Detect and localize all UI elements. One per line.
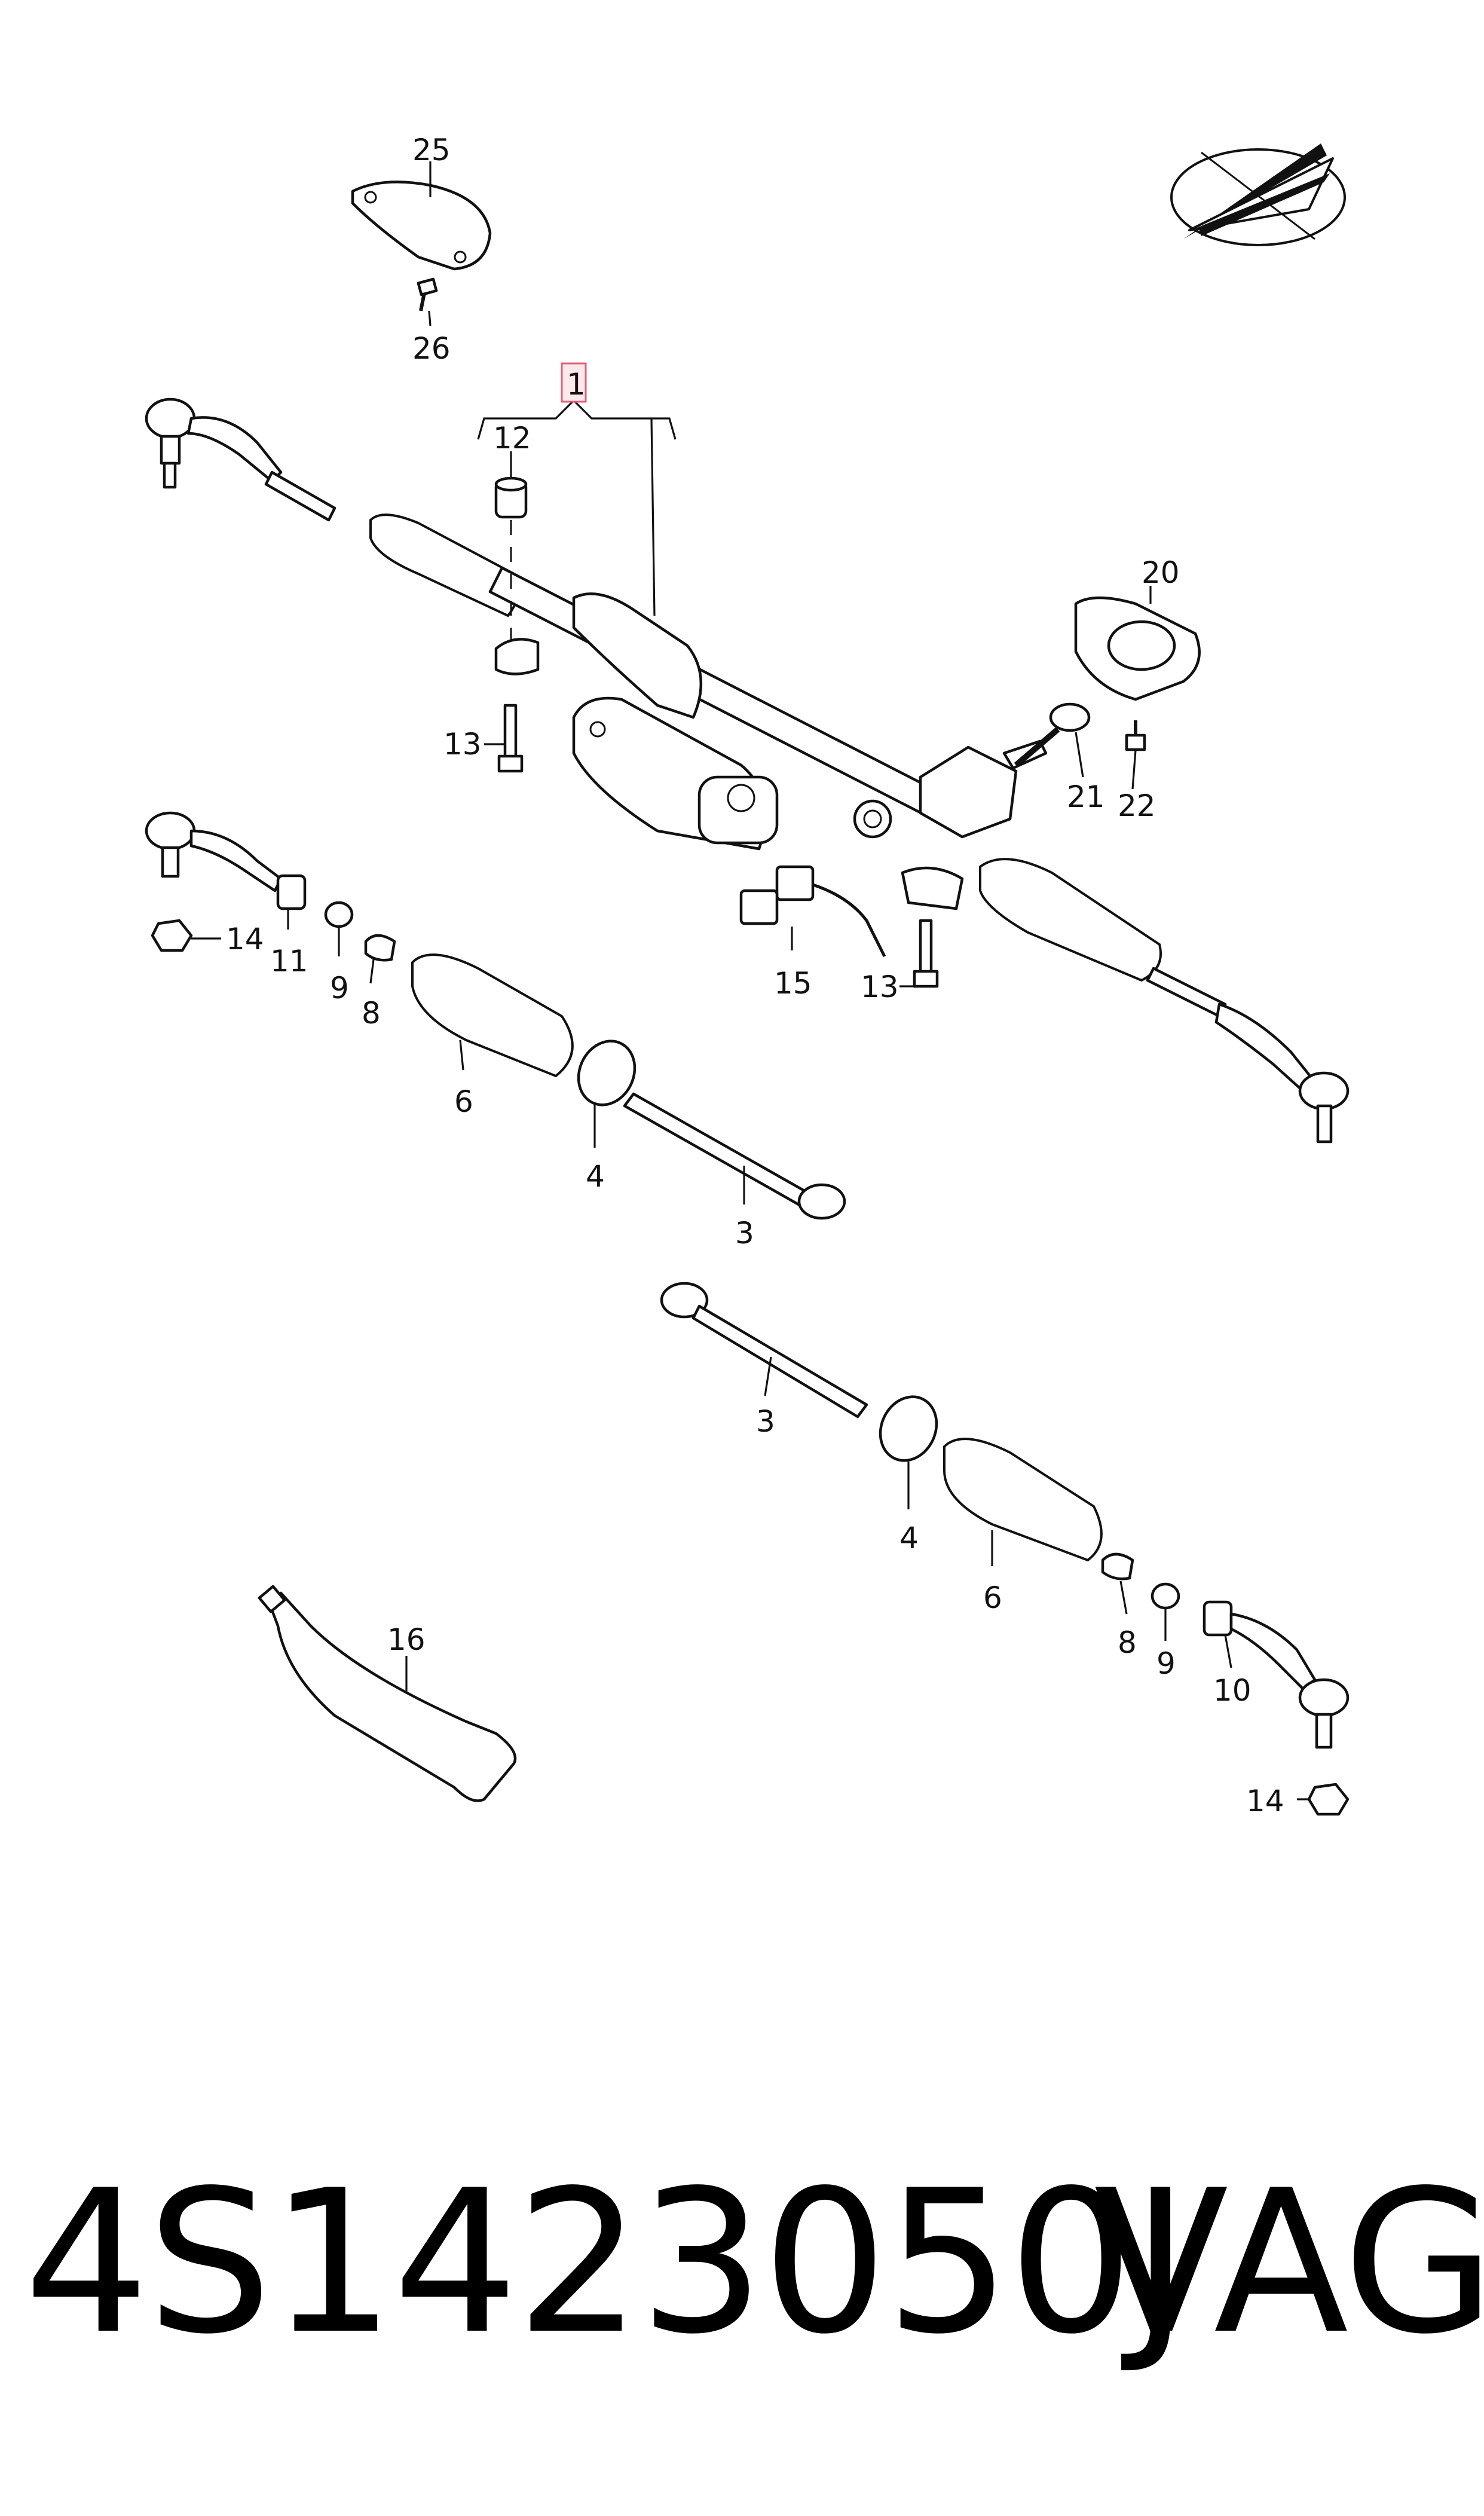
- callout-8-right[interactable]: 8: [1118, 1625, 1137, 1660]
- steering-rack-housing: [488, 566, 958, 851]
- callout-13-right[interactable]: 13: [861, 970, 899, 1004]
- callout-16[interactable]: 16: [387, 1622, 426, 1657]
- callout-21[interactable]: 21: [1067, 779, 1105, 814]
- part-9-nut-left: [324, 901, 354, 928]
- callout-26[interactable]: 26: [412, 331, 451, 366]
- upper-left-boot: [369, 513, 520, 617]
- part-21-clamp: [1014, 702, 1091, 768]
- part-16-grease-tube: [258, 1585, 517, 1802]
- callout-13-left[interactable]: 13: [443, 727, 482, 762]
- callout-9-right[interactable]: 9: [1156, 1646, 1176, 1681]
- callout-12[interactable]: 12: [493, 421, 531, 455]
- leader-lines: [191, 161, 1309, 1800]
- callout-1[interactable]: 1: [567, 367, 586, 402]
- callout-15[interactable]: 15: [774, 966, 812, 1001]
- callout-11[interactable]: 11: [270, 944, 308, 979]
- callout-14-left[interactable]: 14: [226, 922, 264, 956]
- part-9-nut-right: [1151, 1582, 1180, 1610]
- callout-4-left[interactable]: 4: [586, 1159, 605, 1194]
- paper-plane-in-ellipse-icon: [1170, 143, 1346, 246]
- part-26-screw: [417, 277, 438, 311]
- parts-diagram: 1 25 26 12 13 20 21 22 14 11 9 8 15 13 6…: [145, 133, 1350, 1818]
- part-10-tie-rod-end-right: [1203, 1600, 1350, 1749]
- upper-right-boot: [979, 858, 1162, 982]
- part-13-bolt-right: [901, 866, 964, 988]
- part-11-tie-rod-end-left: [145, 811, 307, 910]
- callout-9-left[interactable]: 9: [330, 971, 349, 1005]
- callout-4-right[interactable]: 4: [899, 1521, 919, 1555]
- callout-20[interactable]: 20: [1142, 555, 1180, 590]
- part-4-ring-left: [577, 1040, 637, 1106]
- upper-right-tie-rod-end: [1146, 967, 1350, 1144]
- callout-14-right[interactable]: 14: [1246, 1784, 1284, 1818]
- callout-10[interactable]: 10: [1213, 1673, 1252, 1708]
- upper-left-tie-rod-end: [145, 398, 336, 522]
- callout-8-left[interactable]: 8: [362, 996, 381, 1031]
- part-14-nut-right: [1307, 1783, 1350, 1816]
- callout-6-right[interactable]: 6: [983, 1580, 1002, 1615]
- part-8-clamp-left: [364, 934, 396, 962]
- part-20-flange: [1074, 596, 1201, 701]
- part-8-clamp-right: [1101, 1552, 1134, 1580]
- part-3-inner-tie-rod-left: [623, 1092, 846, 1220]
- part-6-boot-left: [411, 953, 574, 1078]
- callout-3-left[interactable]: 3: [735, 1216, 754, 1251]
- part-number: 4S1423050J: [24, 2148, 1189, 2377]
- brand-name: VAG: [1094, 2148, 1484, 2377]
- callout-25[interactable]: 25: [412, 133, 451, 167]
- callout-3-right[interactable]: 3: [756, 1404, 775, 1439]
- callout-6-left[interactable]: 6: [454, 1084, 473, 1119]
- part-4-ring-right: [879, 1395, 938, 1462]
- part-12-mount: [494, 476, 528, 640]
- part-22-screw: [1125, 720, 1146, 751]
- callout-1-highlight: [561, 362, 587, 403]
- callout-22[interactable]: 22: [1118, 788, 1156, 823]
- part-6-boot-right: [943, 1438, 1103, 1562]
- part-15-connector-harness: [739, 865, 886, 958]
- part-13-bolt-left: [494, 638, 540, 773]
- part-3-inner-tie-rod-right: [660, 1282, 868, 1419]
- part-14-nut-left: [151, 919, 193, 952]
- part-25-cover-plate: [351, 181, 492, 271]
